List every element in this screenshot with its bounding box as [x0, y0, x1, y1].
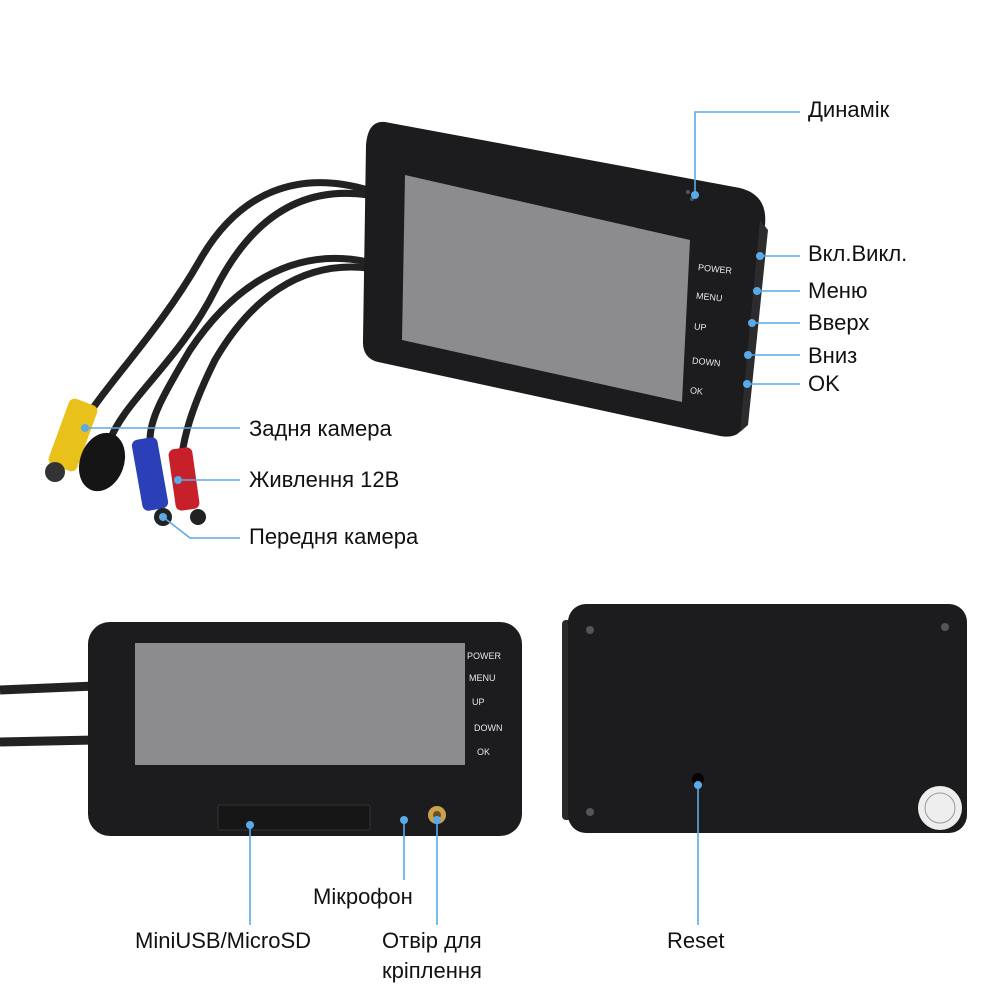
black-connector: [78, 432, 126, 492]
label-power: Вкл.Викл.: [808, 241, 908, 266]
back-device: [562, 604, 967, 833]
connectors: [45, 398, 206, 526]
back-device-screws: [586, 623, 949, 816]
yellow-connector: [48, 398, 98, 472]
front-device: [0, 622, 522, 836]
front-bezel-power: POWER: [467, 651, 502, 661]
sticker: [918, 786, 962, 830]
blue-connector: [131, 437, 169, 511]
sticker-ring: [924, 792, 956, 824]
front-cable-1: [0, 681, 96, 695]
red-plug: [190, 509, 206, 525]
label-mount-line1: Отвір для: [382, 928, 482, 953]
bezel-up: UP: [693, 321, 708, 333]
label-menu: Меню: [808, 278, 868, 303]
callout-dots: [81, 191, 764, 829]
label-ok: OK: [808, 371, 840, 396]
front-bezel-menu: MENU: [469, 673, 496, 683]
label-rear-camera: Задня камера: [249, 416, 392, 441]
label-usb-sd: MiniUSB/MicroSD: [135, 928, 312, 953]
back-device-body: [568, 604, 967, 833]
cables: [81, 179, 372, 459]
label-reset: Reset: [667, 928, 725, 953]
yellow-plug: [45, 462, 65, 482]
top-device: [362, 121, 768, 437]
bezel-ok: OK: [689, 385, 704, 397]
red-connector: [168, 447, 200, 511]
label-up: Вверх: [808, 310, 870, 335]
front-bezel-up: UP: [472, 697, 485, 707]
front-screen: [135, 643, 465, 765]
front-bezel-ok: OK: [477, 747, 491, 757]
top-screen: [402, 175, 690, 402]
front-cable-2: [0, 735, 96, 747]
front-bezel-down: DOWN: [474, 723, 503, 733]
label-speaker: Динамік: [808, 97, 890, 122]
reset-hole: [692, 773, 704, 785]
label-mount-line2: кріплення: [382, 958, 482, 983]
callout-lines: [85, 111, 800, 925]
label-down: Вниз: [808, 343, 858, 368]
label-power-12v: Живлення 12В: [249, 467, 400, 492]
label-front-camera: Передня камера: [249, 524, 419, 549]
usb-sd-cover: [217, 804, 371, 831]
label-microphone: Мікрофон: [313, 884, 413, 909]
